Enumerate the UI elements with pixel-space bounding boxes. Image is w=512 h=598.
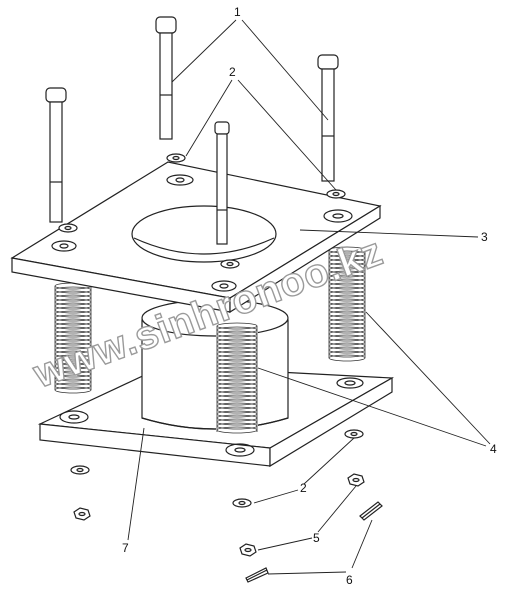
washers-top (58, 153, 346, 269)
bolt-right (317, 54, 339, 182)
spring-right (328, 246, 366, 362)
bolt-left (45, 87, 67, 223)
callout-1: 1 (234, 5, 241, 19)
nuts (73, 473, 365, 557)
top-plate (10, 161, 382, 314)
bolt-center (214, 121, 230, 245)
spring-left (54, 282, 92, 394)
spring-front (216, 322, 258, 434)
callout-7: 7 (122, 541, 129, 555)
callout-4: 4 (490, 442, 497, 456)
bolt-upper-left (155, 16, 177, 140)
leader-lines (127, 19, 491, 575)
callout-5: 5 (313, 531, 320, 545)
callout-3: 3 (481, 230, 488, 244)
callout-numbers: 1 2 3 4 2 5 6 7 (122, 5, 497, 587)
callout-6: 6 (346, 573, 353, 587)
callout-2-bottom: 2 (300, 481, 307, 495)
callout-2-top: 2 (229, 65, 236, 79)
cotter-pins (245, 501, 383, 583)
washers-bottom (70, 429, 364, 508)
